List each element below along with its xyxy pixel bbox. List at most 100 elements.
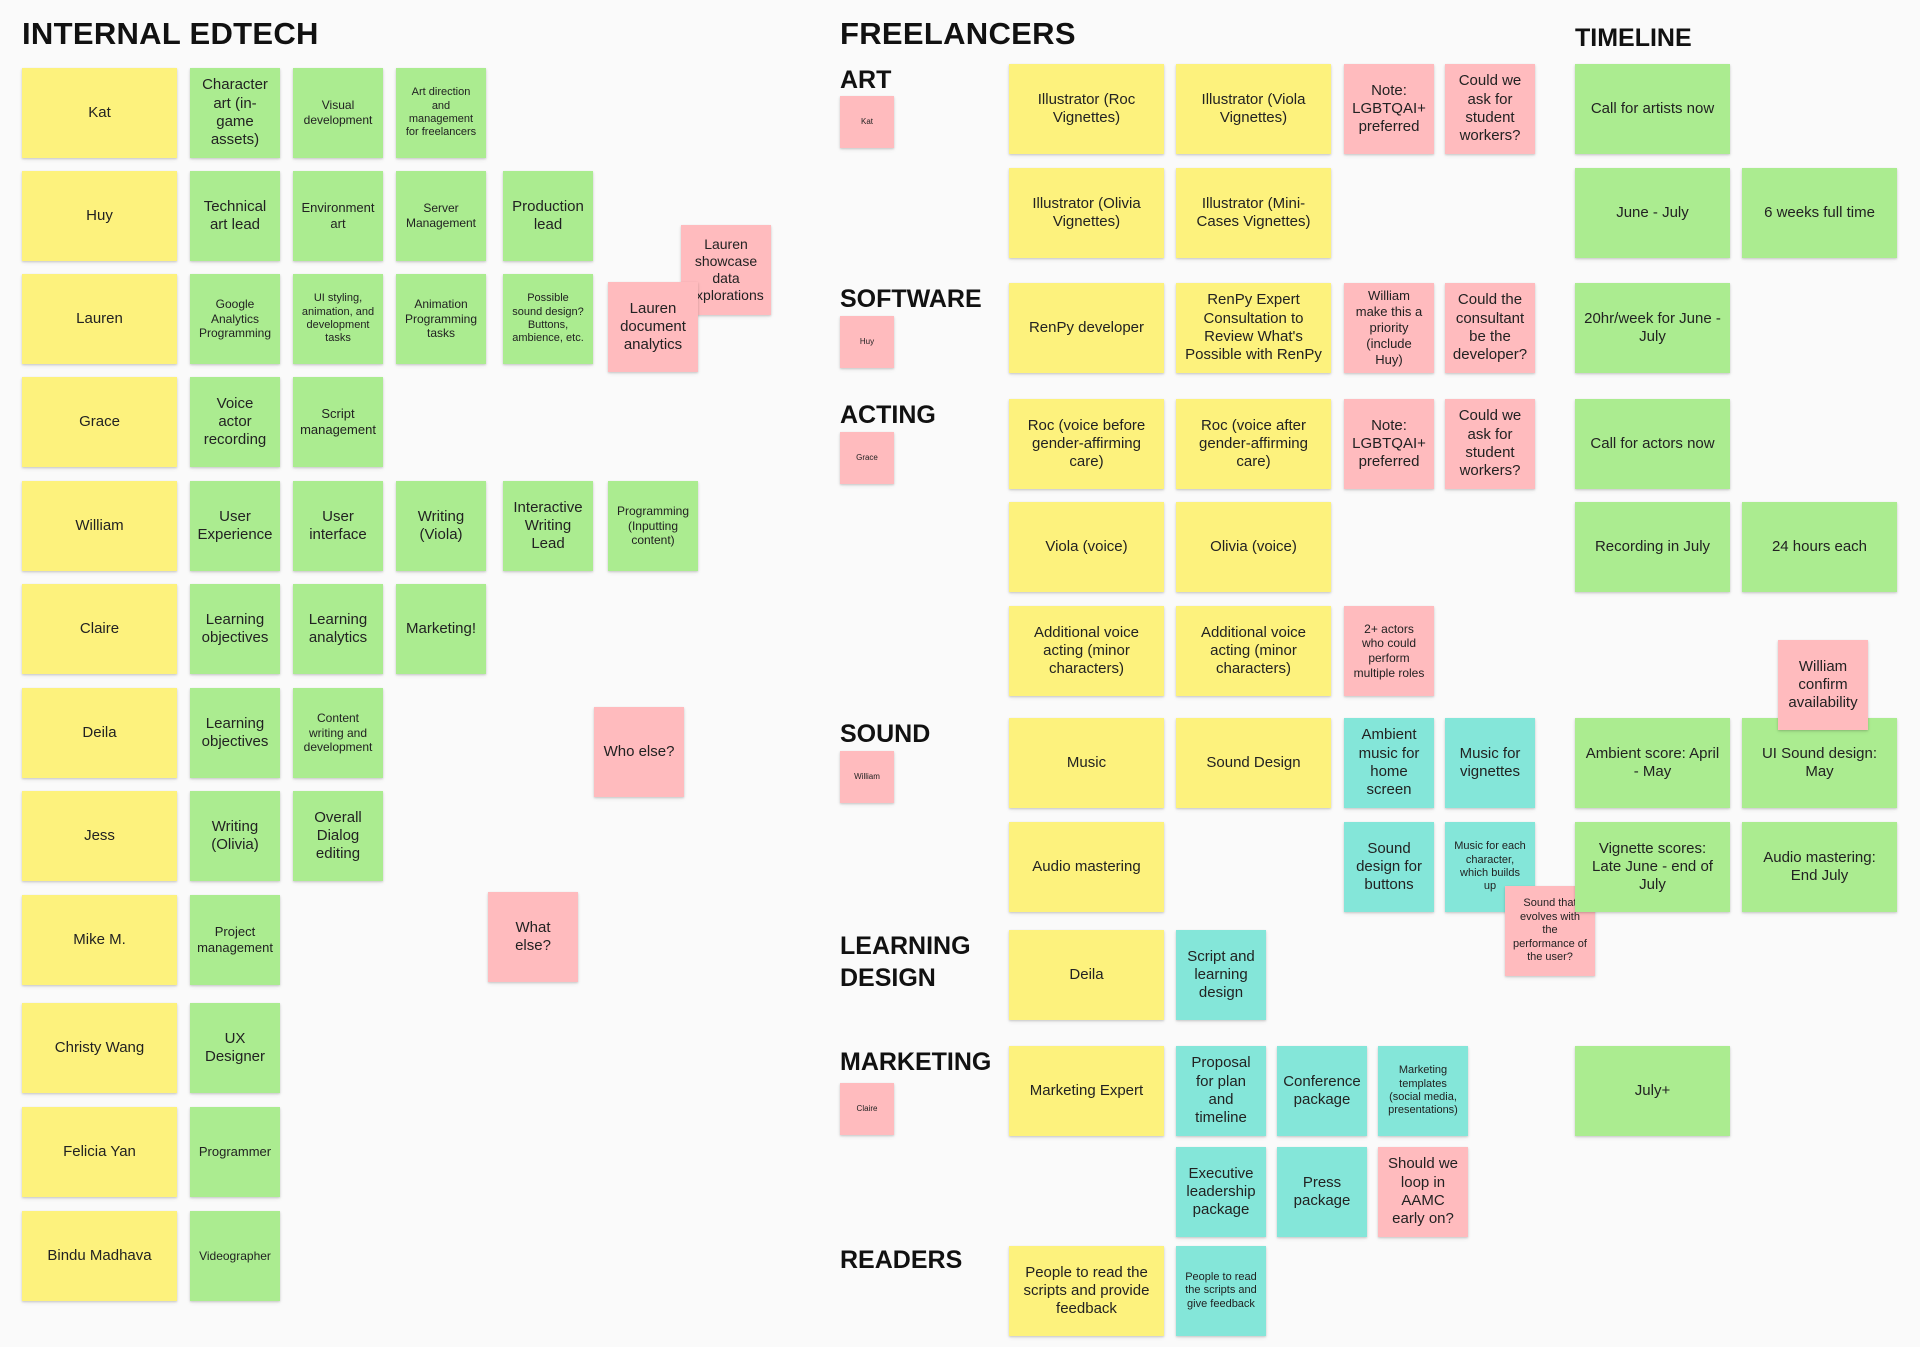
sticky-note-acting-additional-1[interactable]: Additional voice acting (minor character… — [1009, 606, 1164, 696]
sticky-note-lauren-google-analytics[interactable]: Google Analytics Programming — [190, 274, 280, 364]
sticky-note-tl-audio-mastering[interactable]: Audio mastering: End July — [1742, 822, 1897, 912]
sticky-note-deila-content-writing[interactable]: Content writing and development — [293, 688, 383, 778]
sticky-note-acting-olivia-voice[interactable]: Olivia (voice) — [1176, 502, 1331, 592]
sticky-note-tl-20hr-week[interactable]: 20hr/week for June - July — [1575, 283, 1730, 373]
sticky-note-tl-july-plus[interactable]: July+ — [1575, 1046, 1730, 1136]
sticky-note-huy[interactable]: Huy — [22, 171, 177, 261]
sticky-note-huy-technical-art[interactable]: Technical art lead — [190, 171, 280, 261]
sticky-note-lauren[interactable]: Lauren — [22, 274, 177, 364]
sticky-note-tl-recording-july[interactable]: Recording in July — [1575, 502, 1730, 592]
sticky-note-jess-dialog-editing[interactable]: Overall Dialog editing — [293, 791, 383, 881]
sticky-note-lauren-ui-styling[interactable]: UI styling, animation, and development t… — [293, 274, 383, 364]
sticky-note-sound-design-buttons[interactable]: Sound design for buttons — [1344, 822, 1434, 912]
sticky-note-software-consultant-developer[interactable]: Could the consultant be the developer? — [1445, 283, 1535, 373]
sticky-note-text: Art direction and management for freelan… — [405, 86, 477, 139]
sticky-note-readers-people-give[interactable]: People to read the scripts and give feed… — [1176, 1246, 1266, 1336]
sticky-note-lauren-document-analytics[interactable]: Lauren document analytics — [608, 282, 698, 372]
sticky-note-grace-script-mgmt[interactable]: Script management — [293, 377, 383, 467]
sticky-note-acting-tag-grace[interactable]: Grace — [840, 432, 894, 484]
sticky-note-kat-visual-dev[interactable]: Visual development — [293, 68, 383, 158]
sticky-note-tl-ambient-score[interactable]: Ambient score: April - May — [1575, 718, 1730, 808]
sticky-note-william-ux[interactable]: User Experience — [190, 481, 280, 571]
sticky-note-christy-ux-designer[interactable]: UX Designer — [190, 1003, 280, 1093]
sticky-note-marketing-tag-claire[interactable]: Claire — [840, 1083, 894, 1135]
sticky-note-bindu-madhava[interactable]: Bindu Madhava — [22, 1211, 177, 1301]
sticky-note-kat[interactable]: Kat — [22, 68, 177, 158]
sticky-note-grace-voice-actor[interactable]: Voice actor recording — [190, 377, 280, 467]
sticky-note-bindu-videographer[interactable]: Videographer — [190, 1211, 280, 1301]
sticky-note-software-william-priority[interactable]: William make this a priority (include Hu… — [1344, 283, 1434, 373]
sticky-note-readers-people-feedback[interactable]: People to read the scripts and provide f… — [1009, 1246, 1164, 1336]
sticky-note-sound-sound-design[interactable]: Sound Design — [1176, 718, 1331, 808]
sticky-note-sound-tag-william[interactable]: William — [840, 751, 894, 803]
sticky-note-christy-wang[interactable]: Christy Wang — [22, 1003, 177, 1093]
sticky-note-felicia-programmer[interactable]: Programmer — [190, 1107, 280, 1197]
sticky-note-what-else[interactable]: What else? — [488, 892, 578, 982]
sticky-note-acting-roc-after[interactable]: Roc (voice after gender-affirming care) — [1176, 399, 1331, 489]
sticky-note-tl-june-july[interactable]: June - July — [1575, 168, 1730, 258]
sticky-note-claire-learning-analytics[interactable]: Learning analytics — [293, 584, 383, 674]
sticky-note-william-programming[interactable]: Programming (Inputting content) — [608, 481, 698, 571]
sticky-note-acting-note-lgbtqai[interactable]: Note: LGBTQAI+ preferred — [1344, 399, 1434, 489]
sticky-note-marketing-press[interactable]: Press package — [1277, 1147, 1367, 1237]
sticky-note-tl-6-weeks[interactable]: 6 weeks full time — [1742, 168, 1897, 258]
sticky-note-acting-student-workers[interactable]: Could we ask for student workers? — [1445, 399, 1535, 489]
sticky-note-art-illustrator-olivia[interactable]: Illustrator (Olivia Vignettes) — [1009, 168, 1164, 258]
sticky-note-claire[interactable]: Claire — [22, 584, 177, 674]
sticky-note-kat-art-direction[interactable]: Art direction and management for freelan… — [396, 68, 486, 158]
sticky-note-william-ui[interactable]: User interface — [293, 481, 383, 571]
sticky-note-mike-m[interactable]: Mike M. — [22, 895, 177, 985]
sticky-note-tl-ui-sound[interactable]: UI Sound design: May — [1742, 718, 1897, 808]
sticky-note-claire-marketing[interactable]: Marketing! — [396, 584, 486, 674]
sticky-note-lauren-animation-programming[interactable]: Animation Programming tasks — [396, 274, 486, 364]
sticky-note-art-illustrator-viola[interactable]: Illustrator (Viola Vignettes) — [1176, 64, 1331, 154]
sticky-note-deila-learning-objectives[interactable]: Learning objectives — [190, 688, 280, 778]
sticky-note-software-renpy-expert[interactable]: RenPy Expert Consultation to Review What… — [1176, 283, 1331, 373]
sticky-note-jess-writing-olivia[interactable]: Writing (Olivia) — [190, 791, 280, 881]
sticky-note-tl-william-confirm[interactable]: William confirm availability — [1778, 640, 1868, 730]
sticky-note-felicia-yan[interactable]: Felicia Yan — [22, 1107, 177, 1197]
sticky-note-tl-vignette-scores[interactable]: Vignette scores: Late June - end of July — [1575, 822, 1730, 912]
sticky-note-william[interactable]: William — [22, 481, 177, 571]
sticky-note-huy-server-mgmt[interactable]: Server Management — [396, 171, 486, 261]
sticky-note-art-illustrator-minicases[interactable]: Illustrator (Mini-Cases Vignettes) — [1176, 168, 1331, 258]
sticky-note-tl-24-hours[interactable]: 24 hours each — [1742, 502, 1897, 592]
sticky-note-marketing-proposal[interactable]: Proposal for plan and timeline — [1176, 1046, 1266, 1136]
sticky-note-huy-production-lead[interactable]: Production lead — [503, 171, 593, 261]
sticky-note-marketing-aamc[interactable]: Should we loop in AAMC early on? — [1378, 1147, 1468, 1237]
sticky-note-software-renpy-developer[interactable]: RenPy developer — [1009, 283, 1164, 373]
sticky-note-acting-additional-2[interactable]: Additional voice acting (minor character… — [1176, 606, 1331, 696]
sticky-note-grace[interactable]: Grace — [22, 377, 177, 467]
sticky-note-acting-multiple-roles[interactable]: 2+ actors who could perform multiple rol… — [1344, 606, 1434, 696]
sticky-note-mike-project-mgmt[interactable]: Project management — [190, 895, 280, 985]
sticky-note-acting-viola-voice[interactable]: Viola (voice) — [1009, 502, 1164, 592]
sticky-note-marketing-executive[interactable]: Executive leadership package — [1176, 1147, 1266, 1237]
sticky-note-learning-script-design[interactable]: Script and learning design — [1176, 930, 1266, 1020]
sticky-note-sound-music[interactable]: Music — [1009, 718, 1164, 808]
sticky-note-art-tag-kat[interactable]: Kat — [840, 96, 894, 148]
sticky-note-jess[interactable]: Jess — [22, 791, 177, 881]
sticky-note-who-else[interactable]: Who else? — [594, 707, 684, 797]
sticky-note-acting-roc-before[interactable]: Roc (voice before gender-affirming care) — [1009, 399, 1164, 489]
sticky-note-marketing-templates[interactable]: Marketing templates (social media, prese… — [1378, 1046, 1468, 1136]
sticky-note-art-note-lgbtqai[interactable]: Note: LGBTQAI+ preferred — [1344, 64, 1434, 154]
sticky-note-tl-call-artists[interactable]: Call for artists now — [1575, 64, 1730, 154]
sticky-note-william-writing-viola[interactable]: Writing (Viola) — [396, 481, 486, 571]
sticky-note-huy-environment-art[interactable]: Environment art — [293, 171, 383, 261]
sticky-note-marketing-expert[interactable]: Marketing Expert — [1009, 1046, 1164, 1136]
sticky-note-kat-character-art[interactable]: Character art (in-game assets) — [190, 68, 280, 158]
sticky-note-william-interactive-writing[interactable]: Interactive Writing Lead — [503, 481, 593, 571]
sticky-note-art-student-workers[interactable]: Could we ask for student workers? — [1445, 64, 1535, 154]
sticky-note-claire-learning-objectives[interactable]: Learning objectives — [190, 584, 280, 674]
sticky-note-lauren-sound-design[interactable]: Possible sound design? Buttons, ambience… — [503, 274, 593, 364]
sticky-note-sound-ambient-home[interactable]: Ambient music for home screen — [1344, 718, 1434, 808]
sticky-note-sound-audio-mastering[interactable]: Audio mastering — [1009, 822, 1164, 912]
sticky-note-learning-deila[interactable]: Deila — [1009, 930, 1164, 1020]
sticky-note-sound-music-vignettes[interactable]: Music for vignettes — [1445, 718, 1535, 808]
sticky-note-tl-call-actors[interactable]: Call for actors now — [1575, 399, 1730, 489]
sticky-note-art-illustrator-roc[interactable]: Illustrator (Roc Vignettes) — [1009, 64, 1164, 154]
sticky-note-software-tag-huy[interactable]: Huy — [840, 316, 894, 368]
sticky-note-marketing-conference[interactable]: Conference package — [1277, 1046, 1367, 1136]
sticky-note-deila[interactable]: Deila — [22, 688, 177, 778]
